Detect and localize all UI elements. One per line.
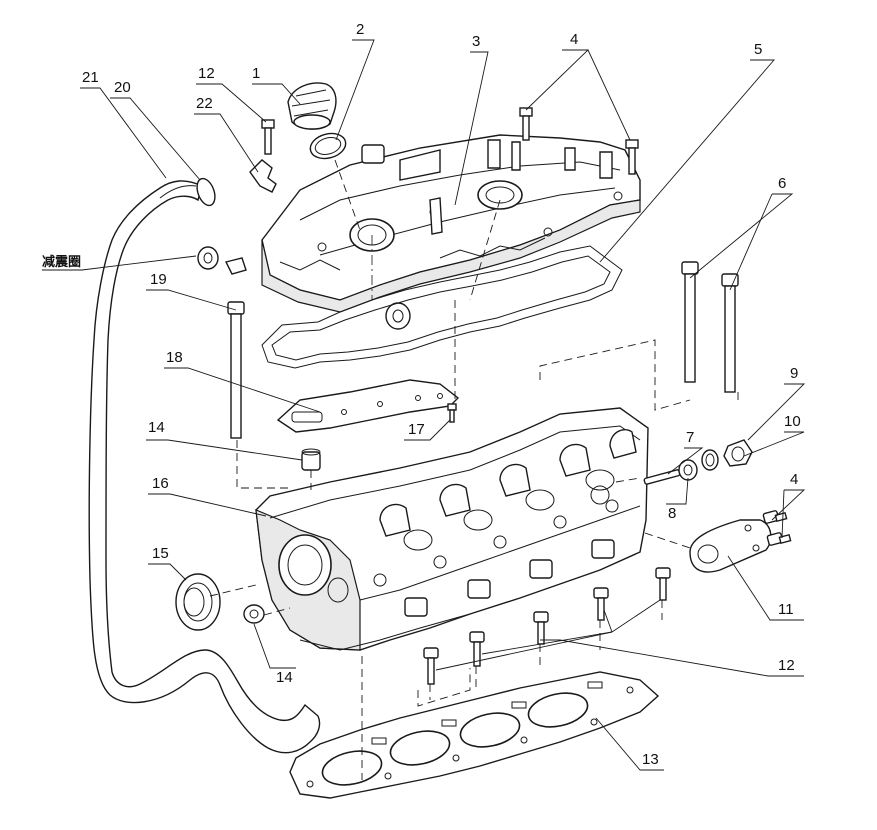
callout-4-side: 4	[790, 471, 798, 488]
cover-bolt-top	[261, 119, 275, 155]
sensor-connector	[224, 257, 247, 275]
plug-bolt-10	[723, 439, 753, 467]
plug-14-upper	[301, 448, 321, 471]
breather-hose	[88, 177, 321, 754]
valve-cover	[261, 134, 641, 313]
sleeve-8	[678, 459, 698, 481]
oil-filler-cap	[287, 82, 337, 130]
head-bolt-19	[227, 301, 245, 439]
camshaft-oil-seal	[175, 573, 221, 631]
leader-lines	[42, 39, 806, 771]
callout-12-bottom: 12	[778, 657, 795, 674]
callout-3: 3	[472, 33, 480, 50]
callout-21: 21	[82, 69, 99, 86]
o-ring	[309, 132, 347, 160]
callout-15: 15	[152, 545, 169, 562]
plug-14-lower	[243, 604, 265, 624]
damper-ring-left	[197, 246, 219, 270]
callout-14-upper: 14	[148, 419, 165, 436]
lower-bolt-2	[469, 631, 485, 667]
pin-7	[643, 469, 681, 485]
callout-labels: 1 2 3 4 5 6 7 8 9 10 4 11 12 13 14 14 15…	[42, 21, 801, 768]
cylinder-head	[255, 407, 649, 651]
callout-14-lower: 14	[276, 669, 293, 686]
valve-cover-gasket	[261, 245, 623, 369]
callout-1: 1	[252, 65, 260, 82]
callout-9: 9	[790, 365, 798, 382]
callout-17: 17	[408, 421, 425, 438]
head-bolt-6b	[721, 273, 739, 393]
damper-ring-label: 减震圈	[42, 254, 81, 270]
hose-clip	[249, 159, 277, 193]
cylinder-head-gasket	[289, 671, 660, 799]
cover-bolt-4b	[625, 139, 639, 175]
callout-13: 13	[642, 751, 659, 768]
lower-bolt-3	[533, 611, 549, 645]
baffle-screw	[447, 403, 457, 423]
damper-ring-center	[385, 302, 411, 330]
callout-12-top: 12	[198, 65, 215, 82]
callout-10: 10	[784, 413, 801, 430]
callout-22: 22	[196, 95, 213, 112]
plate-bolt-upper	[762, 510, 788, 524]
callout-11: 11	[778, 601, 794, 618]
lower-bolt-1	[423, 647, 439, 685]
plate-bolt-lower	[766, 532, 792, 546]
callout-6: 6	[778, 175, 786, 192]
callout-8: 8	[668, 505, 676, 522]
callout-18: 18	[166, 349, 183, 366]
callout-5: 5	[754, 41, 762, 58]
callout-16: 16	[152, 475, 169, 492]
head-bolt-6a	[681, 261, 699, 383]
cover-plate-11	[689, 519, 772, 573]
lower-bolt-5	[655, 567, 671, 601]
lower-bolt-4	[593, 587, 609, 621]
callout-19: 19	[150, 271, 167, 288]
washer-9	[701, 449, 719, 471]
assembly-center-lines	[209, 159, 739, 780]
callout-7: 7	[686, 429, 694, 446]
callout-2: 2	[356, 21, 364, 38]
cover-bolt-4a	[519, 107, 533, 141]
oil-baffle-plate	[276, 379, 460, 433]
callout-20: 20	[114, 79, 131, 96]
callout-4-top: 4	[570, 31, 578, 48]
